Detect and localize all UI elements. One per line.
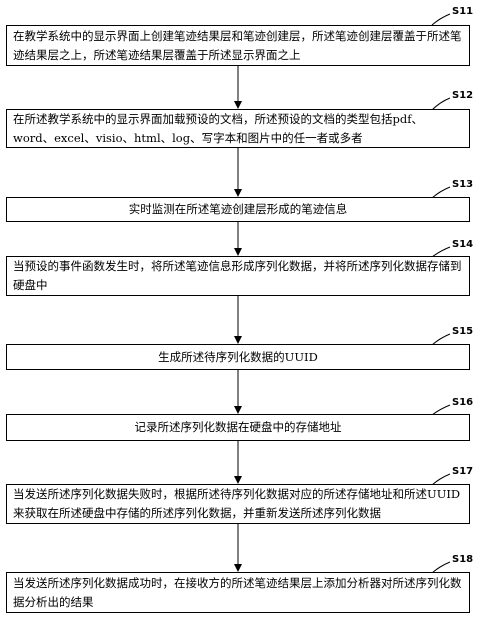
step-text-s13: 实时监测在所述笔迹创建层形成的笔迹信息	[128, 202, 348, 216]
step-box-s16: 记录所述序列化数据在硬盘中的存储地址	[6, 414, 470, 441]
step-box-s15: 生成所述待序列化数据的UUID	[6, 344, 470, 370]
step-label-s15: S15	[452, 326, 474, 337]
step-text-s17: 当发送所述序列化数据失败时，根据所述待序列化数据对应的所述存储地址和所述UUID…	[13, 487, 461, 520]
step-text-s11: 在教学系统中的显示界面上创建笔迹结果层和笔迹创建层，所述笔迹创建层覆盖于所述笔迹…	[13, 28, 462, 62]
step-box-s13: 实时监测在所述笔迹创建层形成的笔迹信息	[6, 197, 470, 222]
step-text-s14: 当预设的事件函数发生时，将所述笔迹信息形成序列化数据，并将所述序列化数据存储到硬…	[13, 259, 462, 292]
step-box-s11: 在教学系统中的显示界面上创建笔迹结果层和笔迹创建层，所述笔迹创建层覆盖于所述笔迹…	[6, 25, 470, 66]
step-text-s16: 记录所述序列化数据在硬盘中的存储地址	[134, 420, 342, 434]
step-label-s17: S17	[452, 466, 474, 477]
step-label-s14: S14	[452, 239, 474, 250]
step-label-s16: S16	[452, 397, 474, 408]
step-box-s18: 当发送所述序列化数据成功时，在接收方的所述笔迹结果层上添加分析器对所述序列化数据…	[6, 572, 470, 613]
step-text-s18: 当发送所述序列化数据成功时，在接收方的所述笔迹结果层上添加分析器对所述序列化数据…	[13, 575, 462, 609]
step-label-s11: S11	[452, 6, 474, 17]
step-box-s17: 当发送所述序列化数据失败时，根据所述待序列化数据对应的所述存储地址和所述UUID…	[6, 484, 470, 524]
step-label-s12: S12	[452, 90, 474, 101]
step-box-s12: 在所述教学系统中的显示界面加载预设的文档，所述预设的文档的类型包括pdf、wor…	[6, 109, 470, 148]
step-label-s13: S13	[452, 179, 474, 190]
step-box-s14: 当预设的事件函数发生时，将所述笔迹信息形成序列化数据，并将所述序列化数据存储到硬…	[6, 256, 470, 296]
leader-s11	[431, 13, 451, 26]
step-label-s18: S18	[452, 554, 474, 565]
step-text-s12: 在所述教学系统中的显示界面加载预设的文档，所述预设的文档的类型包括pdf、wor…	[13, 111, 423, 145]
step-text-s15: 生成所述待序列化数据的UUID	[158, 349, 318, 364]
